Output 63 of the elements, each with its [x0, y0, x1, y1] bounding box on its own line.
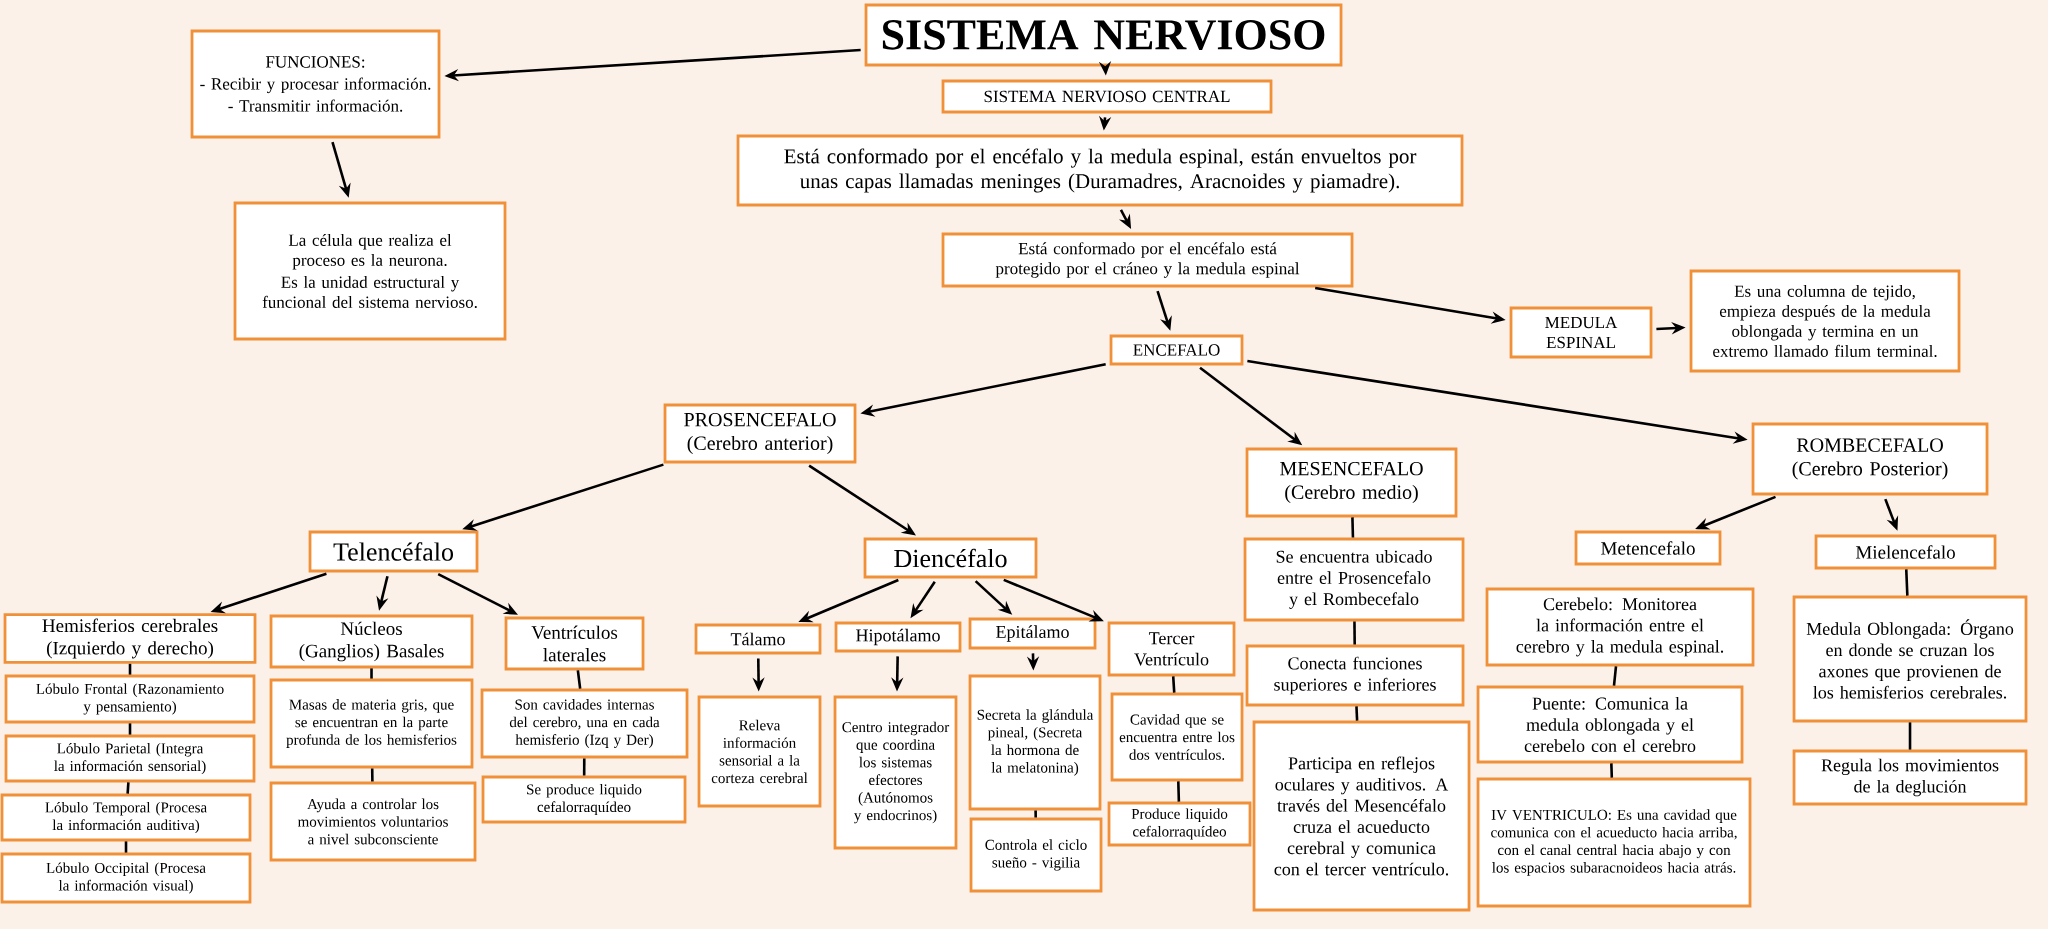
- concept-box: Se produce liquido cefalorraquídeo: [481, 775, 687, 824]
- concept-box: Hipotálamo: [834, 621, 962, 653]
- concept-box: Tálamo: [694, 623, 822, 655]
- connector-line: [128, 723, 132, 735]
- connector-line: [1353, 621, 1356, 645]
- connector-line: [1355, 706, 1359, 721]
- concept-box: IV VENTRICULO: Es una cavidad que comunica con el acueducto hacia arriba, con el canal central hacia abajo y con los espacios subaracnoideos hacia atrás.: [1476, 777, 1752, 908]
- connector-line: [1908, 722, 1912, 750]
- concept-box: Mielencefalo: [1814, 534, 1997, 570]
- concept-box: Núcleos (Ganglios) Basales: [269, 614, 474, 669]
- connector-line: [582, 758, 586, 776]
- concept-box: ENCEFALO: [1109, 334, 1244, 366]
- connector-line: [126, 782, 130, 794]
- concept-box: Regula los movimientos de la deglución: [1792, 749, 2028, 806]
- concept-box: MESENCEFALO (Cerebro medio): [1245, 447, 1458, 518]
- connector-line: [1034, 810, 1037, 818]
- concept-box: Puente: Comunica la medula oblongada y el cerebelo con el cerebro: [1476, 685, 1744, 764]
- concept-box: Está conformado por el encéfalo está protegido por el cráneo y la medula espinal: [941, 232, 1354, 288]
- concept-box: Lóbulo Occipital (Procesa la información visual): [0, 852, 252, 904]
- connector-line: [124, 841, 128, 853]
- connector-line: [1610, 763, 1614, 778]
- concept-box: MEDULA ESPINAL: [1509, 306, 1653, 359]
- concept-box: Medula Oblongada: Órgano en donde se cruzan los axones que provienen de los hemisferios cerebrales.: [1792, 595, 2028, 723]
- concept-box: Cerebelo: Monitorea la información entre el cerebro y la medula espinal.: [1485, 587, 1755, 667]
- concept-box: Lóbulo Parietal (Integra la información sensorial): [4, 734, 256, 783]
- concept-box: Telencéfalo: [308, 530, 479, 573]
- concept-box: FUNCIONES: - Recibir y procesar información. - Transmitir información.: [190, 29, 441, 139]
- concept-box: Conecta funciones superiores e inferiores: [1245, 644, 1465, 707]
- connector-line: [576, 670, 582, 689]
- concept-box: La célula que realiza el proceso es la neurona. Es la unidad estructural y funcional del sistema nervioso.: [233, 201, 507, 341]
- concept-box: Diencéfalo: [863, 537, 1038, 579]
- concept-box: Produce liquido cefalorraquídeo: [1107, 801, 1252, 847]
- connector-line: [1171, 676, 1176, 693]
- concept-box: Releva información sensorial a la corteza cerebral: [697, 695, 822, 808]
- concept-box: Lóbulo Temporal (Procesa la información auditiva): [0, 793, 252, 842]
- concept-box: Ventrículos laterales: [504, 616, 645, 671]
- concept-box: Está conformado por el encéfalo y la medula espinal, están envueltos por unas capas llamadas meninges (Duramadres, Aracnoides y piamadre).: [736, 134, 1464, 207]
- connector-line: [370, 768, 374, 782]
- connector-line: [1351, 517, 1355, 538]
- connector-line: [1612, 666, 1618, 686]
- concept-box: ROMBECEFALO (Cerebro Posterior): [1751, 422, 1989, 496]
- connector-line: [1904, 569, 1909, 596]
- concept-box: Lóbulo Frontal (Razonamiento y pensamiento): [4, 674, 256, 724]
- concept-box: Hemisferios cerebrales (Izquierdo y derecho): [3, 613, 257, 664]
- concept-box: Epitálamo: [968, 617, 1097, 650]
- connector-line: [128, 663, 132, 675]
- concept-box: Secreta la glándula pineal, (Secreta la hormona de la melatonina): [968, 674, 1102, 811]
- concept-box: Masas de materia gris, que se encuentran en la parte profunda de los hemisferios: [269, 678, 474, 769]
- concept-box: Centro integrador que coordina los sistemas efectores (Autónomos y endocrinos): [833, 695, 958, 850]
- concept-box: PROSENCEFALO (Cerebro anterior): [663, 403, 857, 464]
- concept-box: Cavidad que se encuentra entre los dos ventrículos.: [1110, 692, 1244, 782]
- connector-line: [1177, 781, 1181, 802]
- title-box: SISTEMA NERVIOSO: [864, 3, 1343, 67]
- concept-box: Controla el ciclo sueño - vigilia: [969, 817, 1103, 893]
- concept-box: Metencefalo: [1574, 530, 1722, 566]
- concept-box: Se encuentra ubicado entre el Prosencefalo y el Rombecefalo: [1243, 537, 1465, 622]
- concept-box: Ayuda a controlar los movimientos voluntarios a nivel subconsciente: [269, 781, 477, 862]
- connector-line: [370, 668, 373, 679]
- concept-box: Tercer Ventrículo: [1107, 621, 1236, 677]
- concept-box: Son cavidades internas del cerebro, una en cada hemisferio (Izq y Der): [480, 688, 689, 759]
- concept-box: Es una columna de tejido, empieza después de la medula oblongada y termina en un extremo llamado filum terminal.: [1689, 269, 1961, 373]
- concept-box: Participa en reflejos oculares y auditivos. A través del Mesencéfalo cruza el acueducto cerebral y comunica con el tercer ventrículo.: [1252, 720, 1471, 912]
- concept-box: SISTEMA NERVIOSO CENTRAL: [941, 79, 1273, 114]
